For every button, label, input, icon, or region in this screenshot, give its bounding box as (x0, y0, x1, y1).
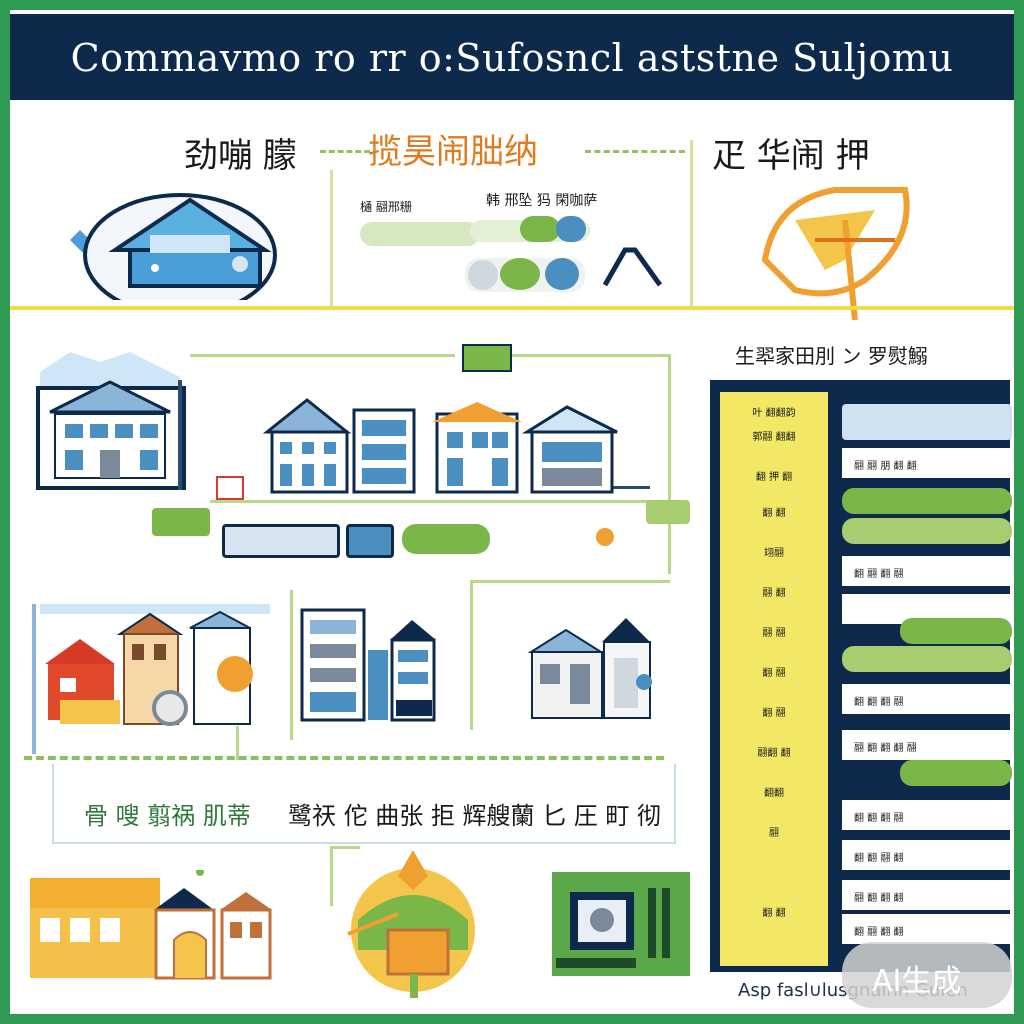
flow-pill (346, 524, 394, 558)
row-bar (900, 760, 1012, 786)
connector-line (236, 726, 239, 760)
table-row: 翻 翻 翻 翮 (842, 800, 1010, 830)
category-item: 翻 翮 (762, 708, 786, 719)
connector-line (510, 354, 670, 357)
row-bar (842, 488, 1012, 514)
top-left-label: 劲嘣 朦 (184, 136, 297, 176)
row-text: 翻 翻 翮 翻 (854, 853, 904, 864)
flow-pill (360, 222, 480, 246)
tag-icon (462, 344, 512, 372)
flow-pill (646, 500, 690, 524)
row-text: 翻 翮 翻 翮 (854, 569, 904, 580)
row-text: 翮 翻 翻 翻 翮 (854, 743, 917, 754)
bottom-left-label: 骨 嗖 翦祸 肌蒂 (84, 802, 251, 830)
table-row: 翻 翻 翮 翻 (842, 840, 1010, 870)
bottom-center-label: 鹭祆 佗 曲张 拒 辉艘蘭 匕 圧 町 彻 (288, 802, 662, 830)
dot (468, 260, 498, 290)
right-panel-title: 生翆家田刖 ン 罗熨鰯 (735, 344, 928, 368)
table-row: 翮 翻 翻 翻 翮 (842, 730, 1010, 760)
connector-line (470, 580, 670, 583)
connector-line (330, 846, 360, 849)
divider (690, 140, 693, 306)
table-row: 翮 翮 朋 翻 翻 (842, 448, 1010, 478)
category-item: 翮 翮 (762, 628, 786, 639)
category-item: 翻 翻 (762, 908, 786, 919)
row-text: 翻 翻 翻 翮 (854, 697, 904, 708)
table-row: 翻 翻 翻 翮 (842, 684, 1010, 714)
category-item: 翮 (769, 828, 779, 839)
dot (500, 258, 540, 290)
row-bar (900, 618, 1012, 644)
flow-pill (402, 524, 490, 554)
table-row: 翻 翮 翻 翮 (842, 556, 1010, 586)
table-row: 翻 翮 翻 翻 (842, 914, 1010, 944)
row-text: 翻 翻 翻 翮 (854, 813, 904, 824)
row-bar (842, 646, 1012, 672)
dot (596, 528, 614, 546)
connector-line (190, 354, 455, 357)
divider (330, 170, 333, 306)
section-divider (10, 306, 1014, 310)
connector-line (290, 590, 293, 740)
flow-pill (152, 508, 210, 536)
ai-watermark: AI生成 (842, 942, 1012, 1008)
connector-line (330, 846, 333, 906)
flow-pill (556, 216, 586, 242)
connector-dashed (585, 150, 685, 153)
flow-pill (520, 216, 560, 242)
category-item: 翮翻 翻 (757, 748, 791, 759)
category-item: 翊翮 (764, 548, 784, 559)
row-bar (842, 518, 1012, 544)
funnel-icon (761, 187, 910, 321)
connector-line (210, 500, 650, 503)
table-row: 翮 翻 翻 翻 (842, 880, 1010, 910)
connector-dashed (320, 150, 370, 153)
connector-line (32, 604, 36, 754)
shop-icon (527, 618, 652, 719)
apartment-icon (300, 608, 436, 722)
category-item: 翻 翮 (762, 668, 786, 679)
top-center-sub-left: 樋 翮邢粣 (360, 200, 412, 214)
connector-line (668, 354, 671, 574)
row-bar (842, 404, 1012, 440)
category-item: 翻 押 翻 (755, 472, 793, 483)
watermark-text: AI生成 (872, 964, 962, 999)
connector-line (470, 580, 473, 730)
category-item: 郭翮 翻翻 (752, 432, 796, 443)
connector-line (178, 380, 182, 490)
row-text: 翮 翮 朋 翻 翻 (854, 461, 917, 472)
category-item: 翮 翻 (762, 588, 786, 599)
connector-dashed (24, 756, 664, 760)
building-row-icon (30, 870, 272, 980)
town-buildings-icon (262, 398, 618, 494)
category-item: 翻 翻 (762, 508, 786, 519)
monitor-icon (552, 872, 690, 976)
page-title: Commavmo ro rr o:Sufosncl aststne Suljom… (70, 36, 954, 80)
top-center-label: 揽昊闹朏纳 (368, 132, 538, 172)
marker-icon (216, 476, 244, 500)
house-pool-icon (70, 193, 277, 300)
globe-icon (347, 850, 475, 998)
header-bar: Commavmo ro rr o:Sufosncl aststne Suljom… (10, 14, 1014, 100)
connector-line (610, 486, 650, 489)
category-column (720, 392, 828, 966)
label-box (52, 764, 676, 844)
village-icon (40, 604, 270, 726)
category-item: 叶 翻翻韵 (752, 408, 796, 419)
chevron-icon (602, 247, 663, 287)
top-center-sub-right: 韩 邢坠 犸 閑咖萨 (486, 193, 598, 209)
flow-pill (222, 524, 340, 558)
row-text: 翻 翮 翻 翻 (854, 927, 904, 938)
panel-divider (838, 396, 842, 966)
category-item: 翻翻 (764, 788, 784, 799)
dot (545, 258, 579, 290)
house-icon (36, 352, 186, 490)
top-right-label: 疋 华闹 押 (712, 136, 870, 176)
row-text: 翮 翻 翻 翻 (854, 893, 904, 904)
